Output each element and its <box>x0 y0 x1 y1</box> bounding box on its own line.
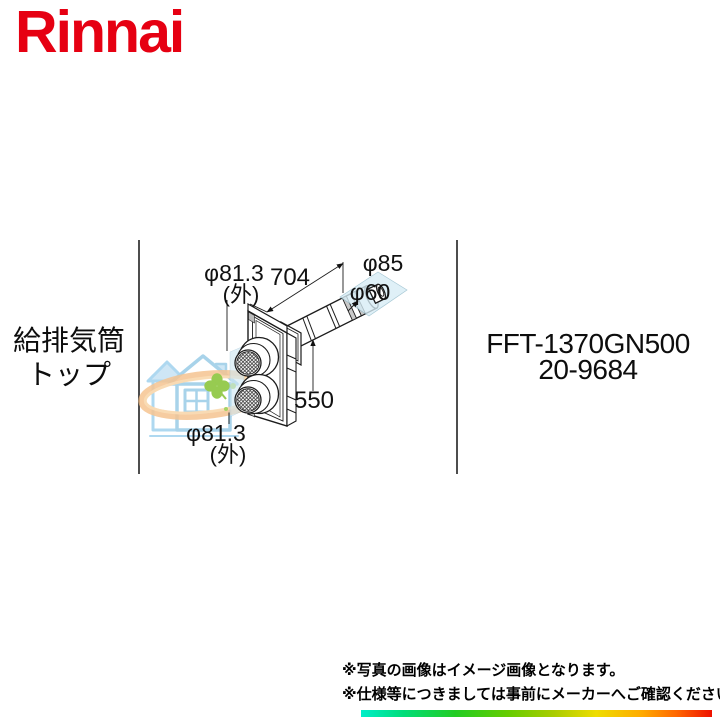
dim-60-arrow <box>347 300 359 312</box>
part-name: 給排気筒 トップ <box>0 324 138 392</box>
rinnai-logo: Rinnai <box>15 0 185 65</box>
part-name-line1: 給排気筒 <box>12 325 125 356</box>
dim-label-length-704: 704 <box>270 264 310 291</box>
dimension-lines <box>226 262 359 424</box>
dim-label-top-dia: φ81.3 <box>204 260 264 286</box>
dim-label-bottom-dia-note: (外) <box>210 442 247 467</box>
pipe-connector-top <box>234 336 280 378</box>
footnotes: ※写真の画像はイメージ画像となります。 ※仕様等につきましては事前にメーカーへご… <box>342 659 720 706</box>
rainbow-bar <box>361 710 712 717</box>
model-codes: FFT-1370GN500 20-9684 <box>458 328 718 385</box>
dim-label-end-outer-dia: φ85 <box>363 250 404 276</box>
pipe-end-stub <box>367 283 387 305</box>
table-divider-left <box>138 240 140 474</box>
dim-label-length-550: 550 <box>294 387 334 414</box>
dim-label-bottom-dia: φ81.3 <box>186 420 246 446</box>
order-code: 20-9684 <box>538 354 638 385</box>
footnote-line1: ※写真の画像はイメージ画像となります。 <box>342 662 625 679</box>
dim-label-end-inner-dia: φ60 <box>350 279 391 305</box>
clover-icon <box>204 373 241 411</box>
technical-diagram: φ81.3 (外) 704 φ85 φ60 550 φ81.3 (外) <box>186 250 408 467</box>
dim-label-top-dia-note: (外) <box>223 282 260 307</box>
footnote-line2: ※仕様等につきましては事前にメーカーへご確認ください。 <box>342 685 720 703</box>
dim-704-ext-left <box>249 303 268 313</box>
part-name-line2: トップ <box>26 359 111 390</box>
table-divider-right <box>456 240 458 474</box>
pipe-connector-bottom <box>234 373 280 415</box>
model-number: FFT-1370GN500 <box>486 328 690 359</box>
dim-704-line <box>266 263 344 313</box>
